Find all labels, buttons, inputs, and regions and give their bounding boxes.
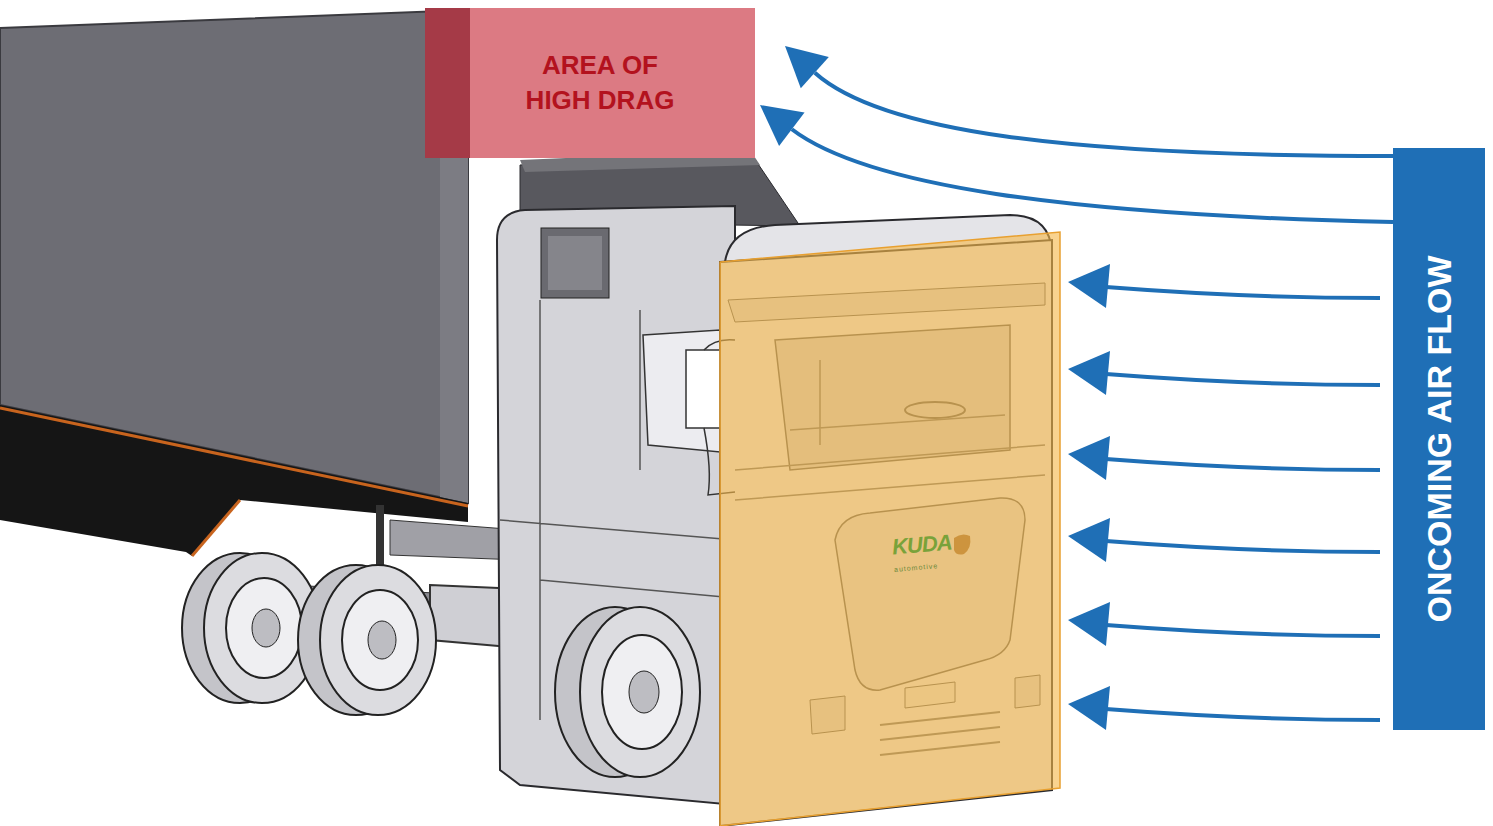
brand-logo: KUDA: [891, 529, 953, 560]
airflow-line: [1106, 287, 1380, 298]
airflow-line: [1106, 709, 1380, 720]
arrow-head: [1068, 264, 1110, 308]
airflow-line: [1106, 374, 1380, 385]
arrow-head: [1068, 436, 1110, 480]
arrow-head: [1068, 351, 1110, 395]
arrow-head: [760, 105, 805, 146]
skirt-edge: [192, 500, 240, 556]
trailer: [0, 10, 468, 565]
front-wheel: [555, 607, 700, 777]
airflow-band: ONCOMING AIR FLOW: [1393, 148, 1485, 730]
airflow-line: [1106, 625, 1380, 636]
frontal-area-plane: [720, 232, 1060, 826]
drag-zone-side: [425, 8, 470, 158]
airflow-line: [792, 129, 1393, 222]
hub: [629, 671, 659, 713]
arrow-head: [785, 46, 829, 88]
trailer-edge: [0, 408, 468, 506]
hub: [368, 621, 396, 659]
rim: [602, 635, 682, 749]
side-window: [643, 330, 720, 452]
airflow-lines: [1106, 287, 1380, 720]
rear-wheels: [182, 553, 436, 715]
rim: [342, 590, 418, 690]
landing-leg: [376, 505, 384, 565]
arrow-head: [1068, 518, 1110, 562]
airflow-line: [1106, 459, 1380, 470]
tire: [580, 607, 700, 777]
drag-zone-box: AREA OF HIGH DRAG: [425, 8, 755, 158]
tire: [320, 565, 436, 715]
airflow-line: [1106, 541, 1380, 552]
roof-lamp-face: [548, 236, 602, 290]
airflow-connector: [760, 105, 1393, 222]
arrow-head: [1068, 686, 1110, 730]
roof-lamp: [541, 228, 609, 298]
arrow-head: [1068, 602, 1110, 646]
rim: [226, 578, 302, 678]
brand-tagline: automotive: [894, 562, 939, 573]
airflow-heads: [1068, 264, 1110, 730]
mirror: [686, 350, 720, 428]
hub: [252, 609, 280, 647]
cab-side: [497, 206, 735, 805]
node-text: AREA OF HIGH DRAG: [513, 48, 688, 118]
node-text: ONCOMING AIR FLOW: [1422, 255, 1456, 622]
airflow-connector: [785, 46, 1393, 156]
airflow-line: [815, 73, 1393, 156]
